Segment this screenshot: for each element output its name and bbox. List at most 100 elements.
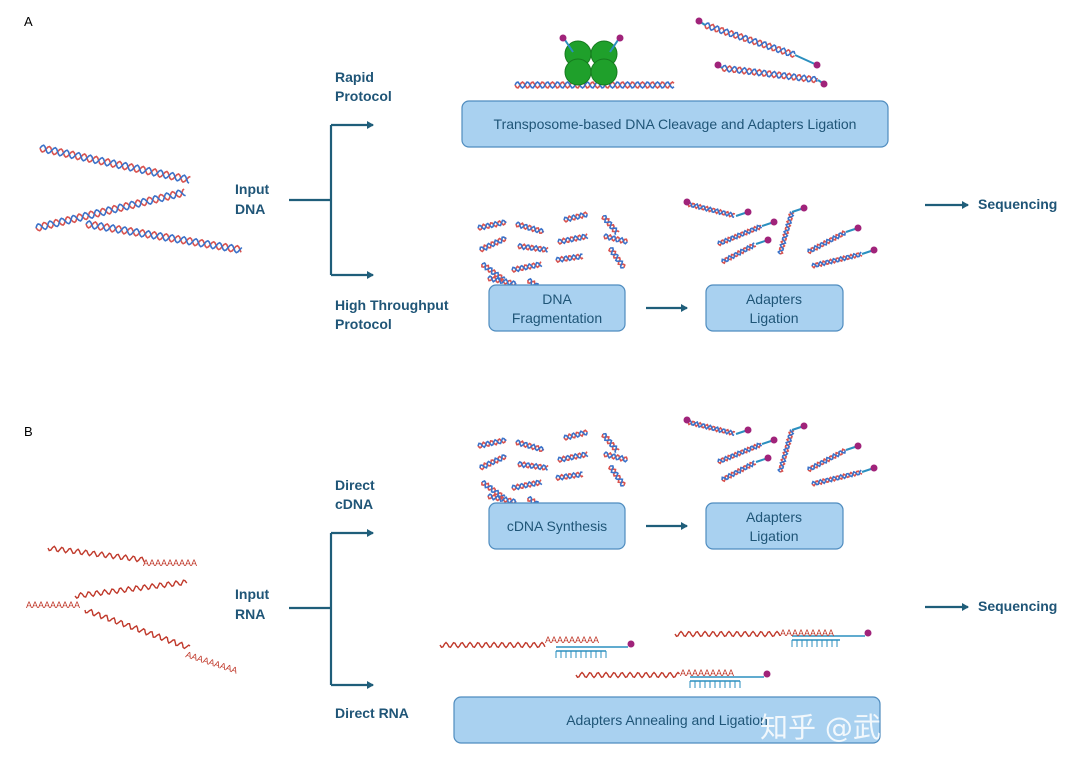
adapter (791, 204, 808, 213)
dna-fragment (601, 432, 620, 454)
direct-cdna-label-line1: Direct (335, 477, 375, 493)
branch-arrows-a (289, 121, 374, 279)
adapter-end-dot (683, 416, 691, 424)
adapters-annealing-box (453, 696, 881, 744)
direct-rna-strand (439, 641, 546, 649)
adapter (735, 208, 752, 217)
dna-fragment (557, 233, 589, 246)
dna-fragment (517, 460, 549, 471)
direct-rna-strand (575, 671, 680, 679)
adapter-end-dot (870, 464, 878, 472)
dna-fragmentation-label-line1: DNA (542, 291, 572, 307)
dna-fragment (477, 219, 507, 231)
adapter (714, 61, 723, 69)
adapter-end-dot (800, 422, 808, 430)
adapter (791, 422, 808, 431)
input-rna-strands (47, 545, 191, 650)
adapter-end-dot (770, 218, 778, 226)
dna-fragment (563, 211, 589, 223)
dna-fragment (517, 242, 549, 253)
adapter-end-dot (714, 61, 722, 69)
input-rna-strand (74, 579, 188, 599)
adapter-end-dot (683, 198, 691, 206)
dna-fragment (563, 429, 589, 441)
dna-fragment (515, 439, 545, 453)
direct-rna-label: Direct RNA (335, 705, 409, 721)
dna-fragmentation-label-line2: Fragmentation (512, 310, 602, 326)
input-dna-helix (35, 188, 186, 232)
adapter-end-dot (744, 426, 752, 434)
ligated-fragment (717, 442, 763, 465)
ligated-fragment (721, 460, 757, 483)
dna-fragment (511, 261, 543, 274)
ht-protocol-label-line1: High Throughput (335, 297, 449, 313)
rapid-protocol-label-line1: Rapid (335, 69, 374, 85)
adapters-ligation-b-line2: Ligation (749, 528, 798, 544)
ligated-fragment (777, 211, 795, 255)
adapter (845, 442, 862, 451)
input-dna-label-line2: DNA (235, 201, 265, 217)
dna-fragment (477, 437, 507, 449)
rapid-adapter-fragments (695, 17, 828, 88)
input-dna-label-line1: Input (235, 181, 270, 197)
adapter-end-dot (744, 208, 752, 216)
adapter (761, 218, 778, 227)
sequencing-label-b: Sequencing (978, 598, 1057, 614)
adapter (695, 17, 706, 26)
ligated-fragments-b (683, 416, 878, 487)
input-dna-helix (85, 220, 243, 254)
adapter-end-dot (764, 236, 772, 244)
dna-fragment (487, 493, 517, 505)
adapter-end-dot (854, 224, 862, 232)
rna-adapter (791, 629, 872, 647)
adapter (755, 454, 772, 463)
direct-rna-poly-a-1: AAAAAAAAA (545, 635, 599, 645)
adapter (861, 246, 878, 255)
adapter-end-dot (813, 61, 821, 69)
adapters-ligation-box-b (705, 502, 844, 550)
ligated-fragments-a (683, 198, 878, 269)
adapter-end-dot (870, 246, 878, 254)
input-dna-helix (39, 144, 191, 184)
cdna-synthesis-box (488, 502, 626, 550)
dna-fragment (608, 247, 626, 269)
ligated-fragment (687, 201, 736, 219)
ligated-fragment (811, 469, 863, 487)
ligated-fragment (717, 224, 763, 247)
dna-fragment (555, 253, 584, 264)
sequencing-label-a: Sequencing (978, 196, 1057, 212)
dna-fragment (601, 214, 620, 236)
dna-fragment (603, 451, 629, 463)
ligated-fragment (807, 448, 846, 473)
input-rna-label-line1: Input (235, 586, 270, 602)
watermark: 知乎 @武汉瑞兴生物 (760, 711, 1021, 744)
input-rna-strand (47, 545, 146, 563)
cleaved-fragment (704, 22, 796, 59)
adapter-end-dot (820, 80, 828, 88)
adapter (845, 224, 862, 233)
branch-arrows-b (289, 529, 374, 689)
input-dna-strands (35, 144, 243, 254)
direct-rna-poly-a-3: AAAAAAAAA (680, 668, 734, 678)
cleaved-fragment (721, 64, 819, 84)
rna-poly-a-1: AAAAAAAAA (143, 558, 197, 568)
adapter (817, 79, 828, 88)
rna-poly-a-2: AAAAAAAAA (26, 600, 80, 610)
adapter-end-dot (770, 436, 778, 444)
dna-fragment (479, 236, 507, 253)
adapter (794, 54, 821, 69)
adapter-end-dot (854, 442, 862, 450)
adapter (761, 436, 778, 445)
transposome-box (461, 100, 889, 148)
ht-protocol-label-line2: Protocol (335, 316, 392, 332)
adapters-ligation-a-line1: Adapters (746, 291, 802, 307)
adapter-end-dot (695, 17, 703, 25)
fragmented-dna-a (477, 211, 629, 290)
ligated-fragment (777, 429, 795, 473)
adapter-end-dot (800, 204, 808, 212)
direct-rna-poly-a-2: AAAAAAAAA (780, 628, 834, 638)
dna-fragment (515, 221, 545, 235)
adapter-end-dot (627, 640, 635, 648)
adapters-annealing-label: Adapters Annealing and Ligation (566, 712, 768, 728)
